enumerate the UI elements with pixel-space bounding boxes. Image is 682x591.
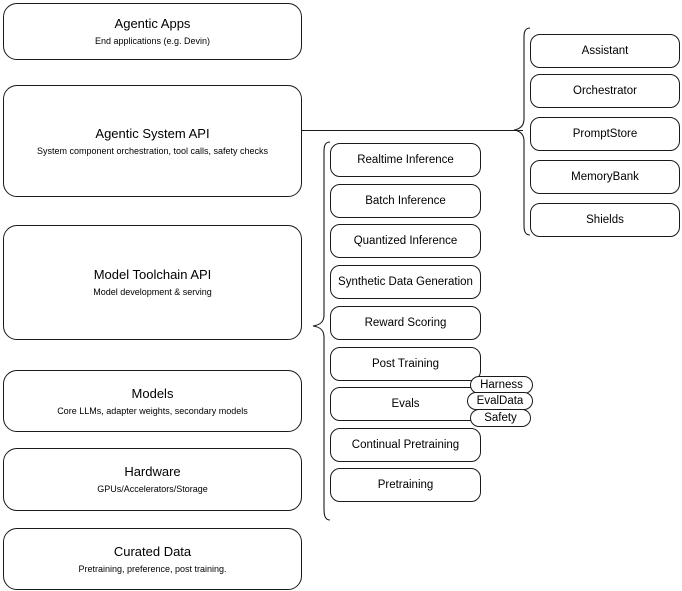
capability-label: Synthetic Data Generation (338, 276, 473, 288)
capability-box-continual-pretraining[interactable]: Continual Pretraining (330, 428, 481, 462)
layer-title: Agentic System API (95, 125, 210, 141)
brace-model-toolchain (312, 141, 331, 521)
component-label: Assistant (581, 45, 629, 57)
layer-title: Agentic Apps (114, 16, 191, 31)
layer-box-curated-data[interactable]: Curated Data Pretraining, preference, po… (3, 528, 302, 590)
eval-badge-label: Safety (484, 412, 517, 424)
layer-title: Model Toolchain API (93, 267, 212, 282)
capability-box-pretraining[interactable]: Pretraining (330, 468, 481, 502)
eval-badge-label: Harness (480, 379, 523, 391)
capability-box-reward-scoring[interactable]: Reward Scoring (330, 306, 481, 340)
layer-title: Curated Data (113, 543, 192, 559)
capability-box-evals[interactable]: Evals (330, 387, 481, 421)
component-label: PromptStore (572, 128, 638, 140)
component-box-assistant[interactable]: Assistant (530, 34, 680, 68)
capability-label: Batch Inference (365, 195, 446, 207)
capability-label: Evals (391, 398, 420, 410)
capability-box-batch-inference[interactable]: Batch Inference (330, 184, 481, 218)
layer-box-agentic-apps[interactable]: Agentic Apps End applications (e.g. Devi… (3, 3, 302, 60)
component-label: Orchestrator (573, 85, 637, 97)
layer-subtitle: GPUs/Accelerators/Storage (97, 484, 208, 494)
layer-subtitle: End applications (e.g. Devin) (94, 36, 211, 46)
component-box-promptstore[interactable]: PromptStore (530, 117, 680, 151)
layer-subtitle: System component orchestration, tool cal… (36, 145, 269, 156)
brace-agentic-system (513, 27, 531, 236)
capability-box-synthetic-data-generation[interactable]: Synthetic Data Generation (330, 265, 481, 299)
component-box-orchestrator[interactable]: Orchestrator (530, 74, 680, 108)
capability-label: Post Training (371, 358, 440, 370)
capability-box-post-training[interactable]: Post Training (330, 347, 481, 381)
capability-label: Quantized Inference (353, 235, 458, 247)
layer-box-hardware[interactable]: Hardware GPUs/Accelerators/Storage (3, 448, 302, 511)
capability-label: Continual Pretraining (351, 439, 460, 451)
component-box-memorybank[interactable]: MemoryBank (530, 160, 680, 194)
capability-label: Realtime Inference (357, 154, 454, 166)
layer-box-models[interactable]: Models Core LLMs, adapter weights, secon… (3, 370, 302, 432)
capability-box-quantized-inference[interactable]: Quantized Inference (330, 224, 481, 258)
layer-subtitle: Pretraining, preference, post training. (78, 563, 227, 574)
eval-badge-label: EvalData (476, 395, 524, 407)
connector-line-agentic-system-api (302, 130, 523, 131)
layer-box-agentic-system-api[interactable]: Agentic System API System component orch… (3, 85, 302, 197)
layer-box-model-toolchain-api[interactable]: Model Toolchain API Model development & … (3, 225, 302, 340)
component-label: Shields (586, 214, 624, 226)
layer-subtitle: Model development & serving (93, 287, 212, 297)
layer-subtitle: Core LLMs, adapter weights, secondary mo… (57, 405, 248, 416)
layer-title: Models (131, 385, 174, 401)
eval-badge-safety[interactable]: Safety (470, 409, 531, 427)
capability-label: Pretraining (377, 479, 434, 491)
layer-title: Hardware (124, 464, 181, 479)
component-label: MemoryBank (571, 171, 639, 183)
eval-badge-evaldata[interactable]: EvalData (467, 392, 533, 410)
capability-label: Reward Scoring (364, 317, 447, 329)
capability-box-realtime-inference[interactable]: Realtime Inference (330, 143, 481, 177)
component-box-shields[interactable]: Shields (530, 203, 680, 237)
